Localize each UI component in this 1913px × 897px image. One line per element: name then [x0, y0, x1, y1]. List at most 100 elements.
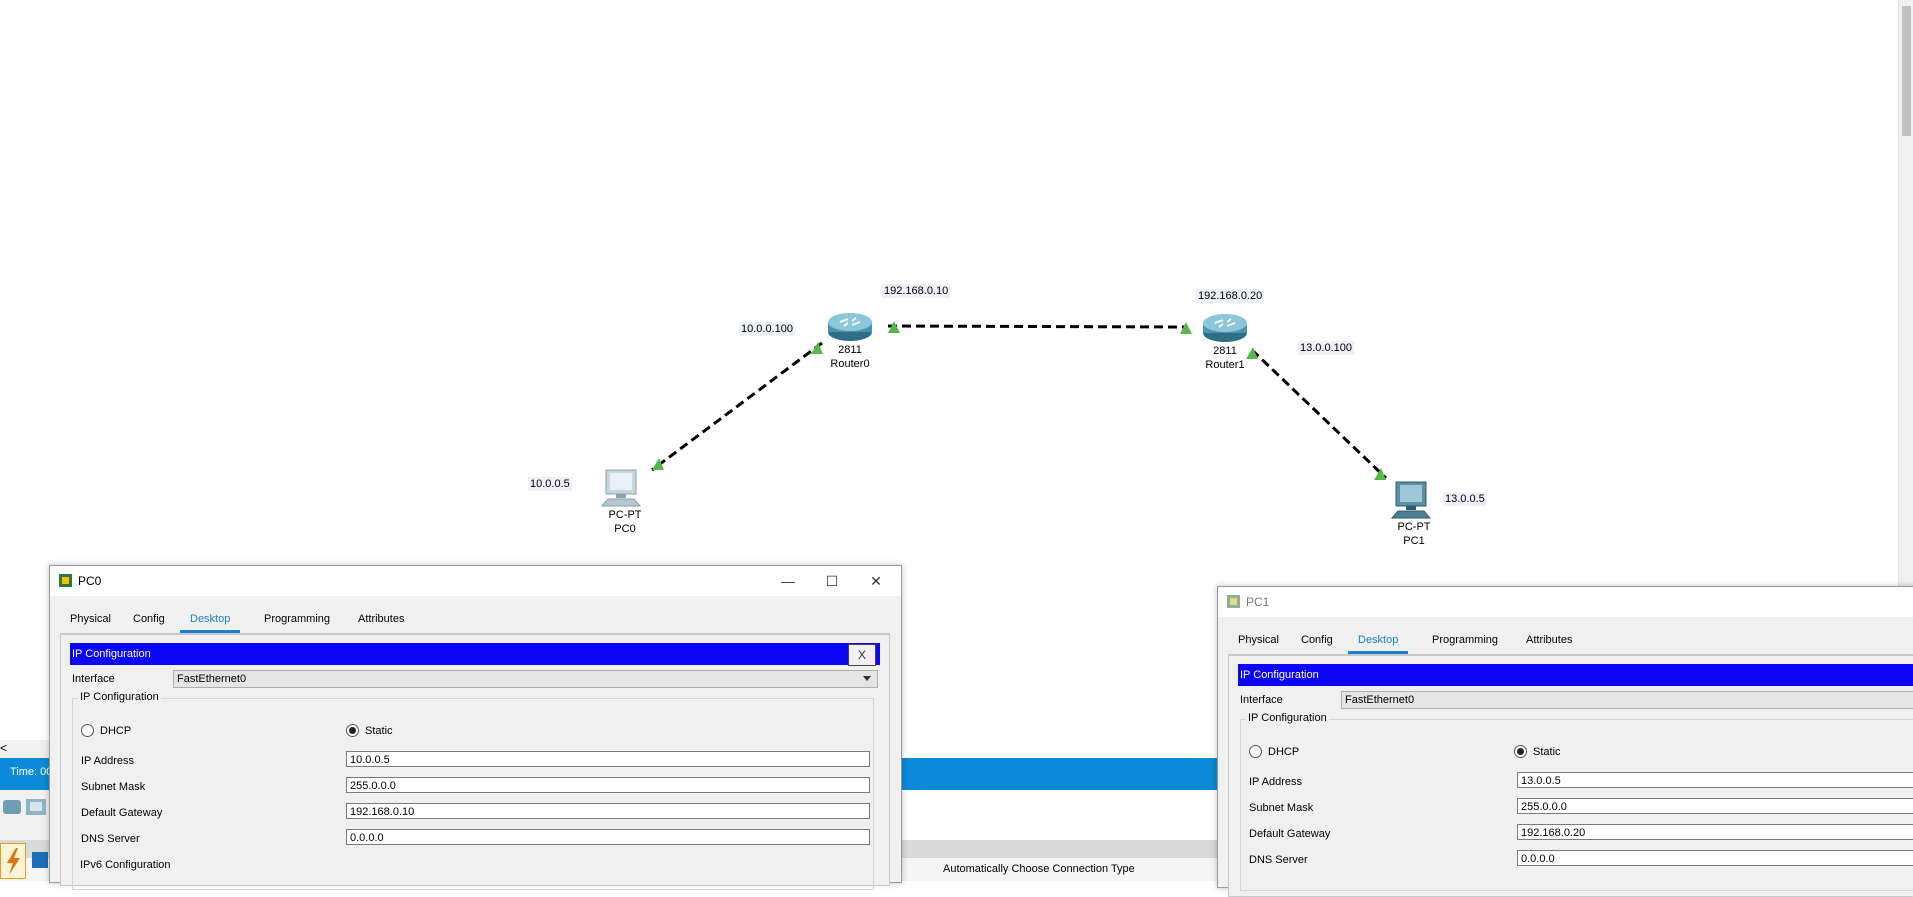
- port-indicator: [888, 321, 900, 333]
- topology-links: [651, 321, 1388, 480]
- router1-lan-ip-label: 13.0.0.100: [1298, 341, 1354, 355]
- dhcp-label: DHCP: [1268, 746, 1300, 758]
- ip-config-group-title: IP Configuration: [1246, 712, 1329, 724]
- port-indicator: [811, 342, 823, 354]
- lightning-icon: [7, 848, 20, 875]
- dns-server-label: DNS Server: [1249, 854, 1308, 866]
- router0-device[interactable]: [826, 310, 874, 345]
- static-radio[interactable]: [346, 724, 359, 737]
- interface-select[interactable]: FastEthernet0: [173, 670, 878, 688]
- link-router1-pc1: [1250, 348, 1388, 480]
- port-indicator: [1374, 468, 1386, 480]
- tab-config[interactable]: Config: [1301, 634, 1333, 646]
- tab-desktop[interactable]: Desktop: [180, 608, 241, 633]
- device-category-icon: [3, 799, 46, 815]
- tab-physical[interactable]: Physical: [1238, 634, 1279, 646]
- pc0-tab-bar: Physical Config Desktop Programming Attr…: [60, 608, 880, 633]
- tab-divider: [60, 633, 890, 634]
- chevron-down-icon: [863, 676, 871, 681]
- ipv6-config-group-title: IPv6 Configuration: [78, 859, 173, 871]
- maximize-button[interactable]: ☐: [825, 572, 839, 589]
- link-router0-pc0: [651, 341, 823, 472]
- router1-device[interactable]: [1201, 311, 1249, 346]
- interface-select[interactable]: FastEthernet0: [1341, 691, 1913, 709]
- pc0-titlebar[interactable]: PC0 — ☐ ✕: [50, 566, 901, 596]
- tab-divider: [1228, 654, 1913, 655]
- ip-config-title: IP Configuration: [72, 648, 151, 660]
- interface-label: Interface: [1240, 694, 1283, 706]
- pc1-ip-label: 13.0.0.5: [1443, 492, 1487, 506]
- pc1-tab-bar: Physical Config Desktop Programming Attr…: [1228, 629, 1913, 654]
- pc-icon: [1390, 481, 1432, 519]
- grid-icon[interactable]: [32, 852, 48, 868]
- dns-server-field[interactable]: 0.0.0.0: [346, 829, 870, 845]
- dhcp-radio[interactable]: [81, 724, 94, 737]
- minimize-button[interactable]: —: [781, 573, 795, 589]
- ip-address-label: IP Address: [81, 755, 134, 767]
- ip-config-header: IP Configuration: [1238, 664, 1913, 686]
- default-gateway-label: Default Gateway: [1249, 828, 1331, 840]
- subnet-mask-label: Subnet Mask: [81, 781, 146, 793]
- tab-attributes[interactable]: Attributes: [1526, 634, 1573, 646]
- ip-config-close-button[interactable]: X: [848, 644, 876, 666]
- ip-config-title: IP Configuration: [1240, 669, 1319, 681]
- collapse-arrow-icon[interactable]: <: [0, 741, 8, 755]
- interface-value: FastEthernet0: [1345, 694, 1415, 706]
- pc-icon: [600, 469, 642, 507]
- ip-config-header: IP Configuration X: [70, 643, 880, 666]
- router-icon: [1203, 314, 1247, 342]
- router-icon: [828, 313, 872, 341]
- port-indicator: [652, 458, 664, 470]
- dhcp-label: DHCP: [100, 725, 132, 737]
- tab-attributes[interactable]: Attributes: [358, 613, 405, 625]
- packet-tracer-icon: [1227, 595, 1240, 608]
- window-title: PC0: [78, 574, 102, 588]
- subnet-mask-field[interactable]: 255.0.0.0: [346, 777, 870, 793]
- port-indicator: [1246, 347, 1258, 359]
- default-gateway-field[interactable]: 192.168.0.20: [1517, 824, 1913, 840]
- tab-programming[interactable]: Programming: [1432, 634, 1499, 646]
- pc0-label: PC-PT PC0: [608, 509, 642, 535]
- static-radio[interactable]: [1514, 745, 1527, 758]
- default-gateway-label: Default Gateway: [81, 807, 163, 819]
- tab-desktop[interactable]: Desktop: [1348, 629, 1409, 654]
- ip-config-group-title: IP Configuration: [78, 691, 161, 703]
- router0-lan-ip-label: 10.0.0.100: [739, 322, 795, 336]
- static-label: Static: [365, 725, 393, 737]
- router1-wan-ip-label: 192.168.0.20: [1196, 289, 1265, 303]
- router0-label: 2811 Router0: [830, 344, 870, 370]
- window-title: PC1: [1246, 595, 1270, 609]
- pc1-device[interactable]: [1390, 480, 1436, 523]
- vertical-scrollbar[interactable]: [1898, 0, 1913, 740]
- dns-server-label: DNS Server: [81, 833, 140, 845]
- pc0-ip-label: 10.0.0.5: [528, 477, 572, 491]
- tab-programming[interactable]: Programming: [264, 613, 331, 625]
- pc0-device[interactable]: [600, 468, 646, 511]
- device-category-icons[interactable]: [2, 796, 48, 818]
- ip-address-label: IP Address: [1249, 776, 1302, 788]
- pc1-titlebar[interactable]: PC1: [1218, 587, 1913, 617]
- tab-config[interactable]: Config: [133, 613, 165, 625]
- pc1-label: PC-PT PC1: [1397, 521, 1431, 547]
- link-router0-router1: [887, 324, 1187, 329]
- ip-address-field[interactable]: 10.0.0.5: [346, 751, 870, 767]
- tab-physical[interactable]: Physical: [70, 613, 111, 625]
- pc0-window[interactable]: PC0 — ☐ ✕ Physical Config Desktop Progra…: [49, 565, 902, 890]
- close-button[interactable]: ✕: [870, 572, 882, 589]
- time-label: Time: 00: [10, 766, 53, 778]
- subnet-mask-label: Subnet Mask: [1249, 802, 1314, 814]
- pc1-window[interactable]: PC1 Physical Config Desktop Programming …: [1217, 586, 1913, 897]
- ip-config-group: [72, 698, 874, 890]
- port-indicator: [1180, 322, 1192, 334]
- connections-tool[interactable]: [0, 843, 26, 879]
- scrollbar-thumb[interactable]: [1902, 6, 1911, 136]
- dns-server-field[interactable]: 0.0.0.0: [1517, 850, 1913, 866]
- static-label: Static: [1533, 746, 1561, 758]
- connection-type-label: Automatically Choose Connection Type: [943, 863, 1135, 875]
- ip-address-field[interactable]: 13.0.0.5: [1517, 772, 1913, 788]
- dhcp-radio[interactable]: [1249, 745, 1262, 758]
- interface-label: Interface: [72, 673, 115, 685]
- interface-value: FastEthernet0: [177, 673, 247, 685]
- default-gateway-field[interactable]: 192.168.0.10: [346, 803, 870, 819]
- subnet-mask-field[interactable]: 255.0.0.0: [1517, 798, 1913, 814]
